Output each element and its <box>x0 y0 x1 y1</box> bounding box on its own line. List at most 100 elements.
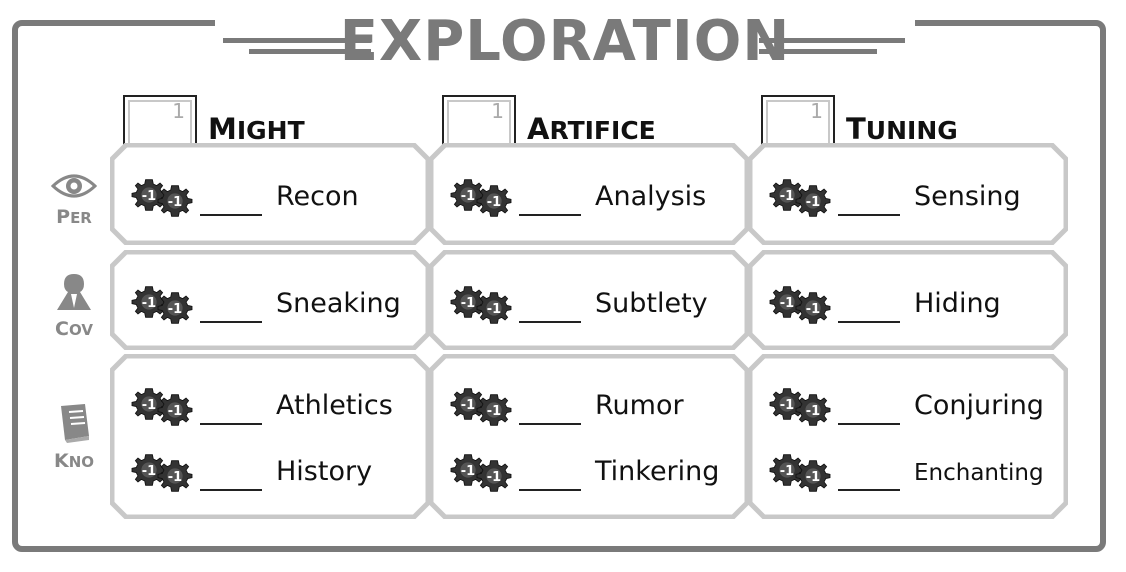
skill-value-blank[interactable] <box>838 321 900 323</box>
svg-text:-1: -1 <box>142 296 156 311</box>
svg-text:-1: -1 <box>780 296 794 311</box>
svg-text:-1: -1 <box>806 470 820 485</box>
skill-value-blank[interactable] <box>519 214 581 216</box>
skill-label: Tinkering <box>595 456 720 487</box>
skill-enchanting[interactable]: -1 -1 Enchanting <box>768 452 1058 496</box>
svg-text:-1: -1 <box>780 398 794 413</box>
svg-text:-1: -1 <box>806 302 820 317</box>
svg-text:-1: -1 <box>168 404 182 419</box>
svg-text:-1: -1 <box>461 398 475 413</box>
skill-conjuring[interactable]: -1 -1 Conjuring <box>768 386 1058 430</box>
skill-value-blank[interactable] <box>200 214 262 216</box>
row-knowledge: KNO <box>50 402 98 472</box>
svg-text:-1: -1 <box>806 195 820 210</box>
svg-text:-1: -1 <box>487 404 501 419</box>
skill-panel: -1 -1 Recon <box>110 143 430 245</box>
skill-value-blank[interactable] <box>200 321 262 323</box>
svg-text:-1: -1 <box>168 195 182 210</box>
svg-text:-1: -1 <box>487 302 501 317</box>
gear-icon: -1 -1 <box>450 454 512 492</box>
gear-icon: -1 -1 <box>131 179 193 217</box>
skill-value-blank[interactable] <box>519 423 581 425</box>
gear-icon: -1 -1 <box>450 388 512 426</box>
skill-panel: -1 -1 Hiding <box>748 250 1068 350</box>
skill-label: Analysis <box>595 181 707 212</box>
svg-text:-1: -1 <box>487 195 501 210</box>
skill-label: Subtlety <box>595 288 708 319</box>
skill-value-blank[interactable] <box>200 489 262 491</box>
skill-label: Conjuring <box>914 390 1044 421</box>
svg-text:-1: -1 <box>142 464 156 479</box>
svg-text:-1: -1 <box>461 189 475 204</box>
skill-tinkering[interactable]: -1 -1 Tinkering <box>449 452 739 496</box>
skill-value-blank[interactable] <box>519 489 581 491</box>
gear-icon: -1 -1 <box>769 286 831 324</box>
row-cover: COV <box>50 272 98 340</box>
skill-label: Rumor <box>595 390 684 421</box>
gear-icon: -1 -1 <box>450 179 512 217</box>
title-banner: EXPLORATION <box>215 8 915 74</box>
artifice-value: 1 <box>491 99 504 123</box>
eye-icon <box>50 174 98 198</box>
svg-text:-1: -1 <box>168 470 182 485</box>
gear-icon: -1 -1 <box>131 286 193 324</box>
skill-label: Sneaking <box>276 288 401 319</box>
row-label-cov: COV <box>55 318 93 340</box>
skill-label: Athletics <box>276 390 393 421</box>
title-bar-left-2 <box>249 49 371 54</box>
tuning-header: TUNING <box>846 112 958 146</box>
row-label-per: PER <box>56 206 92 228</box>
skill-value-blank[interactable] <box>838 489 900 491</box>
book-icon <box>61 404 89 443</box>
svg-text:-1: -1 <box>461 296 475 311</box>
skill-value-blank[interactable] <box>200 423 262 425</box>
skill-sensing[interactable]: -1-1 Sensing <box>768 177 1058 221</box>
skill-panel: -1 -1 Sneaking <box>110 250 430 350</box>
skill-label: Sensing <box>914 181 1021 212</box>
svg-text:-1: -1 <box>806 404 820 419</box>
skill-value-blank[interactable] <box>519 321 581 323</box>
skill-panel: -1-1 Sensing <box>748 143 1068 245</box>
title-bar-left-1 <box>223 38 371 43</box>
gear-icon: -1 -1 <box>769 454 831 492</box>
cloak-icon <box>57 274 91 310</box>
title-bar-right-2 <box>759 49 877 54</box>
skill-panel: -1 -1 Subtlety <box>429 250 749 350</box>
skill-sneaking[interactable]: -1 -1 Sneaking <box>130 284 420 328</box>
svg-text:-1: -1 <box>142 398 156 413</box>
artifice-header: ARTIFICE <box>527 112 656 146</box>
svg-text:-1: -1 <box>168 302 182 317</box>
gear-icon: -1 -1 <box>131 388 193 426</box>
svg-text:-1: -1 <box>461 464 475 479</box>
row-label-kno: KNO <box>53 450 95 472</box>
svg-text:-1: -1 <box>142 189 156 204</box>
skill-panel: -1 -1 Analysis <box>429 143 749 245</box>
gear-icon: -1 -1 <box>450 286 512 324</box>
skill-rumor[interactable]: -1 -1 Rumor <box>449 386 739 430</box>
skill-label: Recon <box>276 181 359 212</box>
skill-label: Hiding <box>914 288 1001 319</box>
skill-value-blank[interactable] <box>838 423 900 425</box>
might-header: MIGHT <box>208 112 305 146</box>
row-perception: PER <box>50 172 98 228</box>
page-title: EXPLORATION <box>339 9 791 74</box>
might-value: 1 <box>172 99 185 123</box>
skill-label: Enchanting <box>914 460 1044 486</box>
gear-icon: -1-1 <box>769 179 831 217</box>
title-bar-right-1 <box>759 38 905 43</box>
skill-recon[interactable]: -1 -1 Recon <box>130 177 420 221</box>
skill-value-blank[interactable] <box>838 214 900 216</box>
skill-athletics[interactable]: -1 -1 Athletics <box>130 386 420 430</box>
gear-icon: -1 -1 <box>131 454 193 492</box>
skill-analysis[interactable]: -1 -1 Analysis <box>449 177 739 221</box>
svg-text:-1: -1 <box>487 470 501 485</box>
skill-hiding[interactable]: -1 -1 Hiding <box>768 284 1058 328</box>
svg-text:-1: -1 <box>780 464 794 479</box>
gear-icon: -1 -1 <box>769 388 831 426</box>
tuning-value: 1 <box>810 99 823 123</box>
skill-subtlety[interactable]: -1 -1 Subtlety <box>449 284 739 328</box>
